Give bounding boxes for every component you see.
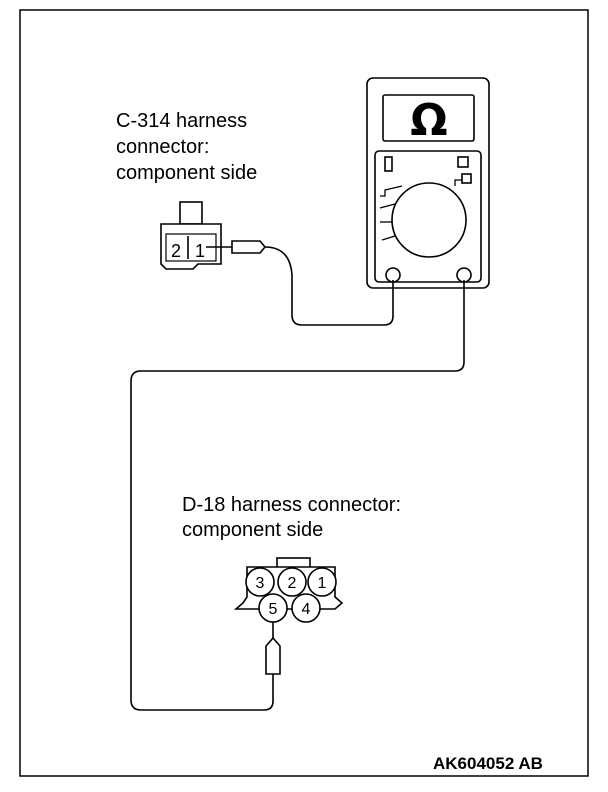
- d18-probe: [265, 636, 281, 675]
- c314-pin-1: 1: [195, 241, 205, 261]
- selector-dial: [391, 182, 467, 258]
- d18-pin-5: 5: [269, 601, 278, 618]
- figure-border: [19, 9, 589, 777]
- c314-probe: [231, 240, 267, 254]
- figure-code: AK604052 AB: [433, 754, 543, 773]
- d18-pin-2: 2: [288, 575, 297, 592]
- c314-connector: 2 1: [160, 201, 267, 270]
- c314-label-line1: C-314 harness: [116, 110, 247, 132]
- d18-connector: 3 2 1 5 4: [233, 557, 344, 675]
- c314-pin-2: 2: [171, 241, 181, 261]
- lead-wire-d18: [130, 280, 465, 711]
- lead-wire-c314: [264, 246, 394, 326]
- d18-pin-4: 4: [302, 601, 311, 618]
- v-ohm-jack: [456, 267, 472, 283]
- d18-pin-3: 3: [256, 575, 265, 592]
- com-jack: [385, 267, 401, 283]
- d18-label: D-18 harness connector: component side: [182, 494, 401, 541]
- d18-label-line1: D-18 harness connector:: [182, 494, 401, 516]
- ohm-symbol: Ω: [410, 95, 447, 146]
- c314-label-line2: connector:: [116, 136, 209, 158]
- c314-label-line3: component side: [116, 162, 257, 184]
- d18-label-line2: component side: [182, 519, 323, 541]
- multimeter: Ω: [366, 77, 490, 289]
- d18-pin-1: 1: [318, 575, 327, 592]
- c314-label: C-314 harness connector: component side: [116, 110, 257, 184]
